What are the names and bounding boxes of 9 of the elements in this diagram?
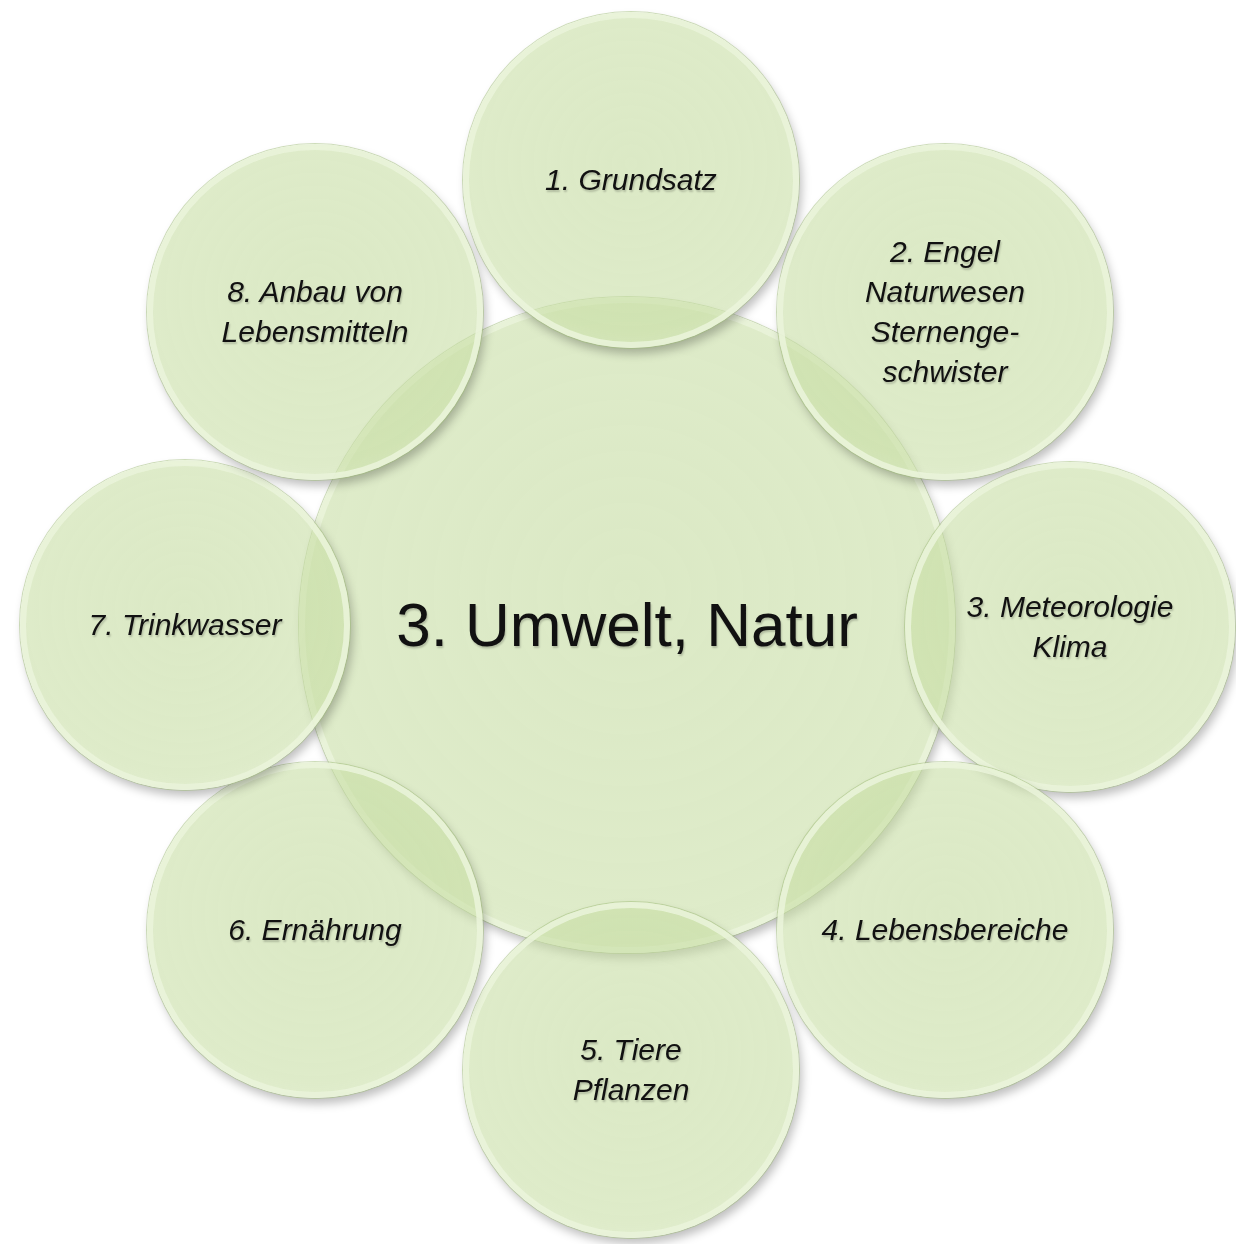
node-label: 4. Lebensbereiche bbox=[820, 912, 1070, 948]
node-label: 6. Ernährung bbox=[227, 912, 403, 948]
node-label: 1. Grundsatz bbox=[544, 162, 718, 198]
node-label: 2. Engel Naturwesen Sternenge- schwister bbox=[863, 234, 1027, 390]
node-label: 8. Anbau von Lebensmitteln bbox=[220, 274, 410, 350]
node-label: 7. Trinkwasser bbox=[87, 607, 284, 643]
node-label: 3. Meteorologie Klima bbox=[965, 589, 1175, 665]
node-label: 5. Tiere Pflanzen bbox=[571, 1032, 691, 1108]
node-label: 3. Umwelt, Natur bbox=[395, 589, 859, 661]
